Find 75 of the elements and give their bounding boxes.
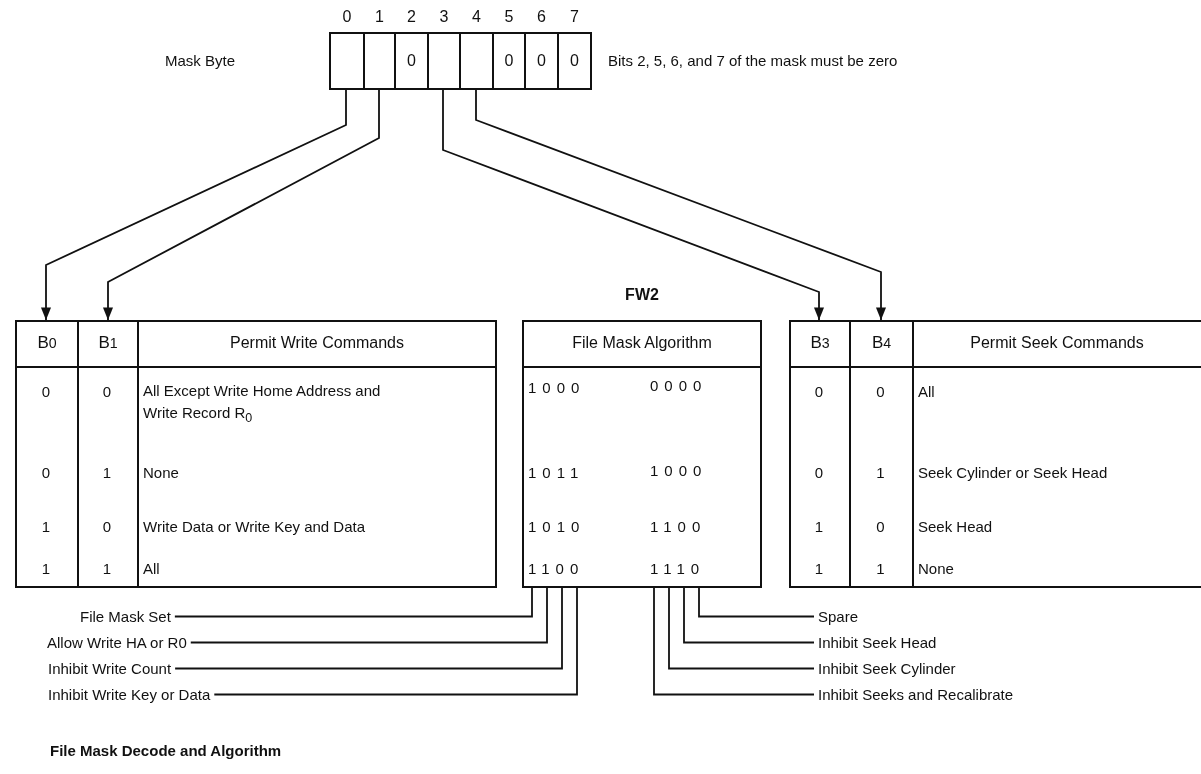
leader-text: Spare [818,608,859,625]
column-header: File Mask Algorithm [571,333,713,353]
bit-number: 7 [570,8,579,26]
bit-value: 0 [41,464,51,481]
bit-pattern: 1000 [528,379,586,396]
bit-value: 1 [41,518,51,535]
arrow [102,89,380,321]
bit-value: 0 [102,383,112,400]
leader-text: Inhibit Write Key or Data [48,686,211,703]
command-text: None [918,560,954,577]
leader-line [698,587,815,618]
empty-bit-cell [363,32,396,90]
command-text: None [143,464,179,481]
bit-number: 5 [504,8,514,26]
leader-line [653,587,815,696]
note-text: Bits 2, 5, 6, and 7 of the mask must be zero [608,52,898,69]
caption-text: Mask Byte [165,52,236,69]
bit-pattern: 1000 [650,462,708,479]
bit-pattern: 1100 [650,518,707,535]
bit-value: 0 [876,383,885,400]
command-text: Seek Head [918,518,993,535]
leader-text: Inhibit Seek Cylinder [818,660,956,677]
bit-number: 0 [342,8,352,26]
leader-text: Inhibit Seeks and Recalibrate [818,686,1014,703]
bit-value: 0 [814,464,824,481]
bit-value: 1 [876,464,885,481]
leader-text: Inhibit Write Count [48,660,172,677]
bit-pattern: 1100 [528,560,585,577]
bit-value: 1 [814,518,824,535]
bit-number: 1 [375,8,384,26]
bit-pattern: 1110 [650,560,706,577]
bit-value: 0 [814,383,824,400]
bit-value: 1 [41,560,51,577]
arrow [475,89,887,321]
command-text: All [918,383,935,400]
command-text: All [143,560,160,577]
command-text: Write Data or Write Key and Data [143,518,366,535]
bit-value: 1 [102,560,112,577]
bit-value: 1 [876,560,885,577]
empty-bit-cell [329,32,365,90]
column-header: Permit Write Commands [229,333,405,353]
leader-text: File Mask Set [80,608,171,625]
leader-line [189,587,548,644]
bit-value: 1 [102,464,112,481]
figure-caption: File Mask Decode and Algorithm [50,742,282,759]
bit-number: 2 [407,8,416,26]
bit-value: 1 [814,560,824,577]
bit-cell: 0 [394,32,429,90]
empty-bit-cell [427,32,461,90]
column-header: Permit Seek Commands [969,333,1145,353]
table-title: FW2 [625,286,659,304]
bit-cell: 0 [524,32,559,90]
arrow [40,89,347,321]
bit-number: 6 [537,8,546,26]
leader-line [668,587,815,670]
bit-number: 4 [472,8,481,26]
arrow [442,89,825,321]
leader-line [173,587,533,618]
bit-value: 0 [876,518,885,535]
bit-value: 0 [41,383,51,400]
command-text: Seek Cylinder or Seek Head [918,464,1108,481]
bit-value: 0 [102,518,112,535]
command-text: All Except Write Home Address and Write Record R$_{0}$ [143,381,382,427]
bit-pattern: 1011 [528,464,585,481]
bit-pattern: 0000 [650,377,708,394]
leader-text: Allow Write HA or R0 [47,634,187,651]
bit-number: 3 [439,8,449,26]
bit-cell: 0 [557,32,592,90]
bit-pattern: 1010 [528,518,586,535]
leader-text: Inhibit Seek Head [818,634,937,651]
leader-line [174,587,563,670]
leader-line [213,587,578,696]
leader-line [683,587,815,644]
bit-cell: 0 [492,32,526,90]
empty-bit-cell [459,32,494,90]
